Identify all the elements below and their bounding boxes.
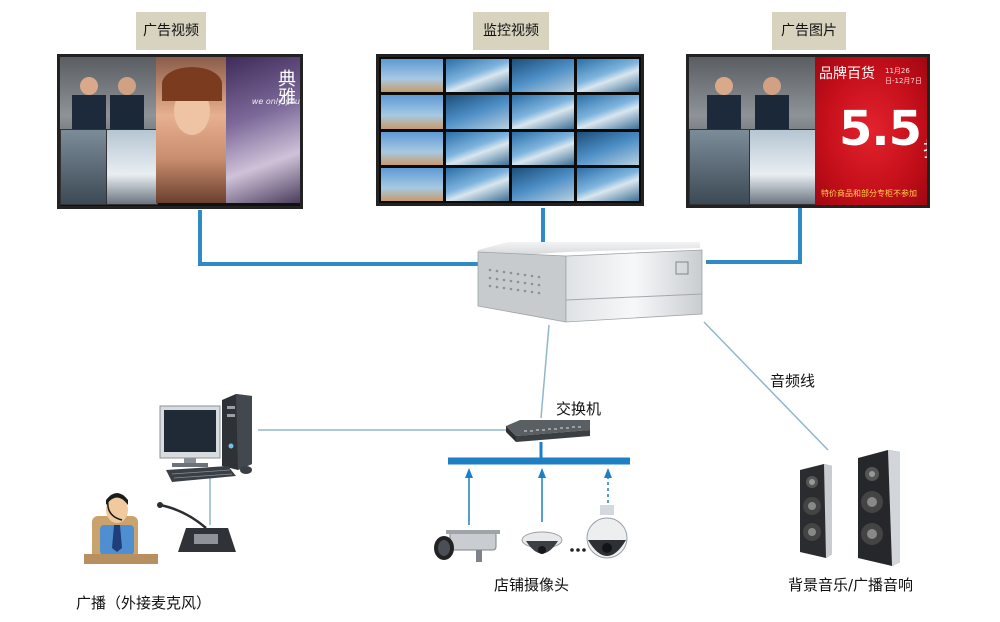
tag-ad-video: 广告视频 bbox=[136, 12, 206, 50]
magazine-subtitle: we only you bbox=[251, 97, 300, 106]
speaker-left bbox=[800, 464, 832, 558]
label-broadcast: 广播（外接麦克风） bbox=[76, 594, 212, 612]
magazine-panel: 典雅 we only you bbox=[226, 57, 300, 203]
link-audio bbox=[703, 321, 829, 451]
sale-poster: 品牌百货 11月26日-12月7日 5.5 折 特价商品和部分专柜不参加 bbox=[815, 57, 927, 205]
monitor-video-wall bbox=[376, 54, 644, 206]
model-portrait bbox=[156, 57, 226, 203]
link-server-switch bbox=[540, 324, 550, 419]
ad-image-screen: 品牌百货 11月26日-12月7日 5.5 折 特价商品和部分专柜不参加 bbox=[686, 54, 930, 208]
sale-footnote: 特价商品和部分专柜不参加 bbox=[821, 189, 917, 198]
label-switch: 交换机 bbox=[556, 400, 602, 418]
tag-ad-image: 广告图片 bbox=[772, 12, 846, 50]
sale-discount-unit: 折 bbox=[923, 133, 927, 162]
label-audio-line: 音频线 bbox=[770, 372, 816, 390]
sale-headline: 品牌百货 bbox=[819, 66, 875, 82]
ad-video-screen: 典雅 we only you bbox=[57, 54, 303, 209]
sale-discount: 5.5 bbox=[839, 101, 922, 157]
camera-arrows bbox=[465, 468, 612, 525]
tag-monitor-video: 监控视频 bbox=[473, 12, 549, 50]
label-speakers: 背景音乐/广播音响 bbox=[788, 576, 914, 594]
video-wall-grid bbox=[379, 57, 641, 203]
link-right-screen bbox=[706, 208, 802, 264]
label-cameras: 店铺摄像头 bbox=[494, 576, 570, 594]
magazine-title: 典雅 bbox=[275, 69, 296, 105]
security-guard-scene bbox=[60, 57, 158, 205]
link-left-screen bbox=[198, 210, 478, 266]
sale-dates: 11月26日-12月7日 bbox=[885, 67, 922, 85]
speaker-right bbox=[858, 450, 900, 566]
